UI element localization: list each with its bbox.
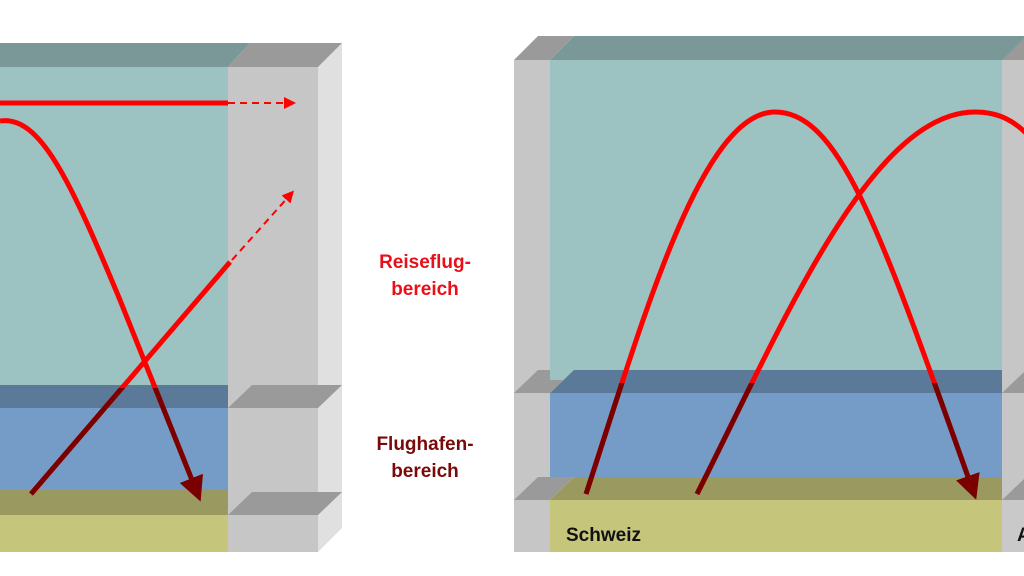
right-flight-paths (583, 109, 1024, 500)
country-label-switzerland: Schweiz (566, 525, 641, 546)
left-flight-paths (0, 97, 296, 502)
right-border-wall (1002, 38, 1024, 552)
airport-label-line1: Flughafen- (376, 434, 474, 455)
left-country-block (0, 43, 250, 552)
right-left-wall (514, 36, 574, 552)
cruise-zone-label: Reiseflug- bereich (355, 249, 495, 303)
cruise-label-line2: bereich (391, 279, 459, 300)
left-border-wall (228, 43, 342, 552)
airport-label-line2: bereich (391, 461, 459, 482)
cruise-label-line1: Reiseflug- (379, 252, 471, 273)
airport-zone-label: Flughafen- bereich (355, 431, 495, 485)
country-label-right-partial: A (1017, 525, 1024, 546)
